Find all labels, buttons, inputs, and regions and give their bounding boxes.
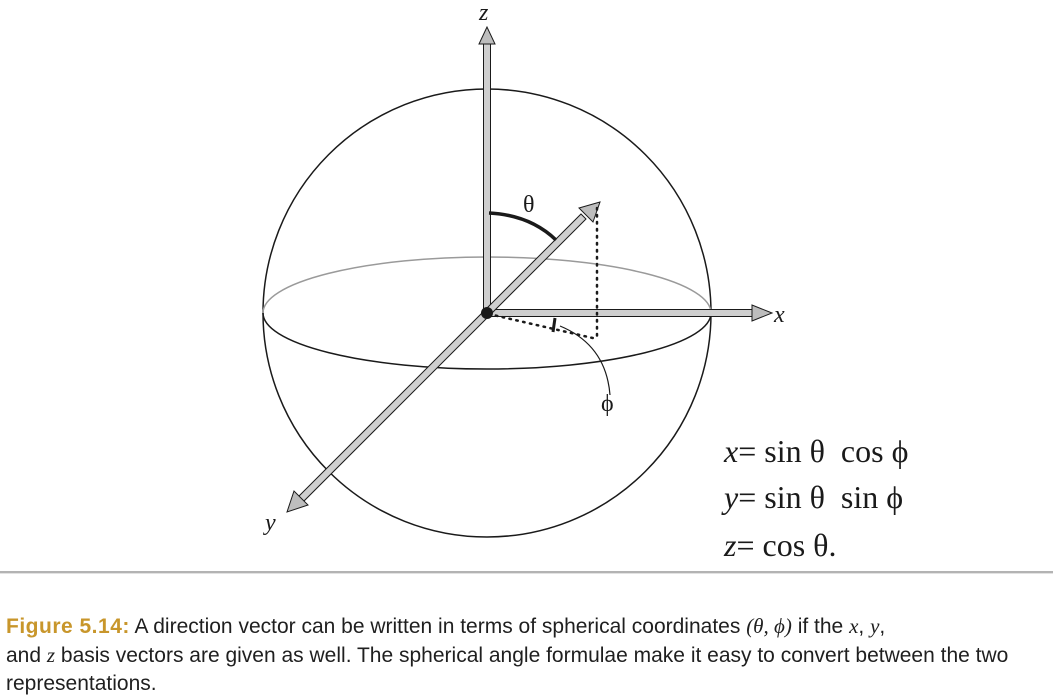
z-axis-arrow [478,25,496,314]
y-axis-arrow [286,309,491,513]
horizontal-projection-line [487,312,599,341]
origin-point [481,307,493,319]
formula-x: x= sin θ cos ϕ [723,433,908,469]
phi-leader-line [559,325,611,396]
formula-y-lhs: y [721,479,739,515]
caption-divider [0,571,1053,574]
caption-text-4: basis vectors are given as well. The sph… [6,644,1009,695]
equator-front-arc [262,312,712,370]
z-axis-label: z [478,0,489,26]
svg-text:x= sin θ cos ϕ: x= sin θ cos ϕ [723,433,908,469]
direction-vector-arrow [483,201,601,317]
caption-z: z [46,643,56,667]
formula-x-rhs: = sin θ cos ϕ [738,433,908,469]
svg-text:y= sin θ sin ϕ: y= sin θ sin ϕ [721,479,903,515]
phi-arc-tick [551,317,557,333]
phi-label: ϕ [601,391,614,417]
caption-sep-2: , [879,615,886,638]
x-axis-arrow [486,304,774,322]
caption-coords: (θ, ϕ) [746,614,792,638]
figure-caption: Figure 5.14: A direction vector can be w… [6,612,1052,698]
caption-y: y [870,614,880,638]
formula-y-rhs: = sin θ sin ϕ [738,479,903,515]
caption-text-3: and [6,644,47,667]
x-axis-label: x [773,302,785,328]
figure-label: Figure 5.14: [6,615,130,638]
spherical-coordinates-diagram: z x y θ ϕ x= sin θ cos ϕ y= sin θ sin ϕ … [262,0,908,563]
formula-y: y= sin θ sin ϕ [721,479,903,515]
svg-text:z= cos θ.: z= cos θ. [723,527,836,563]
theta-arc [488,211,558,242]
caption-x: x [849,614,859,638]
caption-sep-1: , [858,615,871,638]
caption-text-2: if the [791,615,850,638]
formula-z-rhs: = cos θ. [736,527,836,563]
y-axis-label: y [263,510,276,536]
formula-x-lhs: x [723,433,738,469]
caption-text-1: A direction vector can be written in ter… [129,615,747,638]
formula-z: z= cos θ. [723,527,836,563]
theta-label: θ [523,192,535,218]
formula-z-lhs: z [723,527,737,563]
